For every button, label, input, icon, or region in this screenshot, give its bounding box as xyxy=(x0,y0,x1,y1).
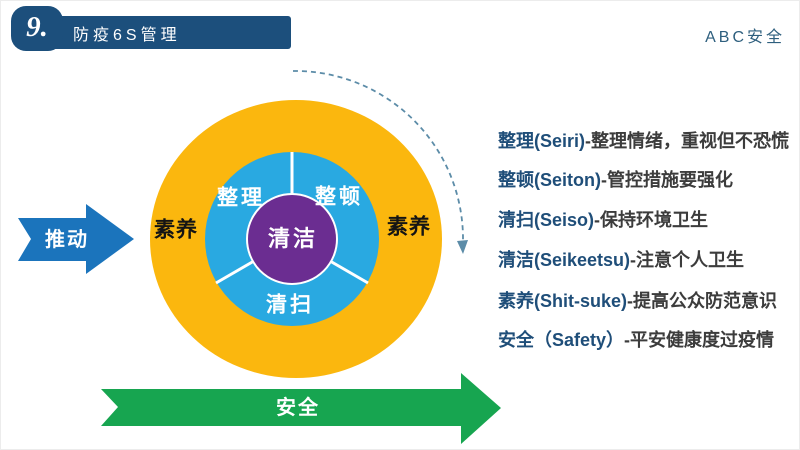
segment-label-seiton: 整顿 xyxy=(315,185,363,209)
outer-label-shitsuke-left: 素养 xyxy=(154,218,198,242)
dashed-arc-arrowhead-icon xyxy=(457,240,468,254)
legend-term: 整理(Seiri) xyxy=(498,131,586,151)
center-label-seiketsu: 清洁 xyxy=(267,226,319,251)
legend-desc: -保持环境卫生 xyxy=(594,210,709,230)
center-circle xyxy=(246,193,338,285)
push-arrow-icon xyxy=(18,204,134,274)
segment-label-seiri: 整理 xyxy=(217,186,265,210)
segment-label-seiso: 清扫 xyxy=(266,293,314,317)
legend-item-shitsuke: 素养(Shit-suke)-提高公众防范意识 xyxy=(498,290,777,312)
legend-desc: -注意个人卫生 xyxy=(630,250,745,270)
legend-item-seiton: 整顿(Seiton)-管控措施要强化 xyxy=(498,169,733,191)
push-arrow-label: 推动 xyxy=(45,229,89,251)
legend-term: 整顿(Seiton) xyxy=(498,170,601,190)
legend-item-seiketsu: 清洁(Seikeetsu)-注意个人卫生 xyxy=(498,249,744,271)
legend-term: 安全（Safety） xyxy=(498,330,625,350)
legend-desc: -整理情绪，重视但不恐慌 xyxy=(585,131,790,151)
brand-text: ABC安全 xyxy=(705,29,785,46)
outer-label-shitsuke-right: 素养 xyxy=(387,215,431,239)
safety-arrow-icon xyxy=(101,373,501,444)
legend-term: 清扫(Seiso) xyxy=(498,210,595,230)
segment-dividers xyxy=(215,152,369,285)
slide-number-badge: 9. xyxy=(11,6,63,51)
legend-item-seiri: 整理(Seiri)-整理情绪，重视但不恐慌 xyxy=(498,130,789,152)
dashed-arc xyxy=(292,70,464,242)
safety-arrow-label: 安全 xyxy=(276,397,320,419)
legend-desc: -提高公众防范意识 xyxy=(627,291,778,311)
legend-desc: -管控措施要强化 xyxy=(601,170,733,190)
legend-item-safety: 安全（Safety）-平安健康度过疫情 xyxy=(498,329,774,351)
legend-item-seiso: 清扫(Seiso)-保持环境卫生 xyxy=(498,209,708,231)
legend-term: 清洁(Seikeetsu) xyxy=(498,250,631,270)
legend-term: 素养(Shit-suke) xyxy=(498,291,628,311)
slide-title-bar: 防疫6S管理 xyxy=(31,16,291,49)
page-title: 防疫6S管理 xyxy=(73,26,181,44)
legend-desc: -平安健康度过疫情 xyxy=(624,330,775,350)
slide-number: 9. xyxy=(26,10,48,43)
